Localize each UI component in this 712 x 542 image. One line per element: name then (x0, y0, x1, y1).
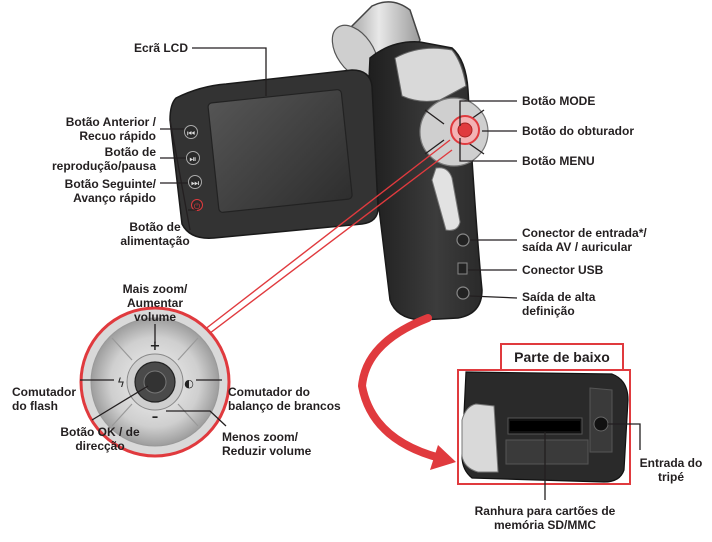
label-play-line1: Botão de (104, 145, 156, 159)
svg-text:⏭: ⏭ (191, 179, 199, 189)
label-next-line1: Botão Seguinte/ (64, 177, 156, 191)
label-flash-line2: do flash (12, 399, 59, 413)
label-av-line2: saída AV / auricular (522, 240, 633, 254)
label-hd-line1: Saída de alta (522, 290, 596, 304)
label-lcd: Ecrã LCD (133, 41, 188, 55)
camera-body (367, 41, 489, 321)
label-flash-line1: Comutador (12, 385, 76, 399)
label-av-line1: Conector de entrada*/ (522, 226, 647, 240)
svg-text:–: – (152, 410, 159, 425)
label-ok-line1: Botão OK / de (60, 425, 140, 439)
svg-text:◐: ◐ (184, 377, 194, 390)
label-usb: Conector USB (522, 263, 604, 277)
label-prev-line1: Botão Anterior / (65, 115, 156, 129)
label-hd-line2: definição (522, 304, 575, 318)
label-wb-line2: balanço de brancos (228, 399, 341, 413)
label-power-line2: alimentação (120, 234, 190, 248)
svg-text:ϟ: ϟ (117, 376, 125, 390)
label-mode: Botão MODE (522, 94, 596, 108)
label-card-line1: Ranhura para cartões de (474, 504, 616, 518)
label-zoom-in-line2: Aumentar (126, 296, 183, 310)
dial-closeup: + – ϟ ◐ (79, 306, 231, 458)
svg-text:+: + (150, 339, 161, 354)
label-tripod-line2: tripé (657, 470, 684, 484)
label-zoom-in-line3: volume (133, 310, 176, 324)
label-zoom-out-line1: Menos zoom/ (222, 430, 299, 444)
label-next-line2: Avanço rápido (73, 191, 156, 205)
svg-text:⏯: ⏯ (189, 155, 196, 165)
label-zoom-in-line1: Mais zoom/ (122, 282, 188, 296)
leader-lines (80, 47, 641, 500)
bottom-view (457, 369, 631, 485)
label-shutter: Botão do obturador (522, 124, 634, 138)
label-prev-line2: Recuo rápido (79, 129, 156, 143)
label-tripod-line1: Entrada do (639, 456, 703, 470)
svg-text:⏻: ⏻ (194, 202, 201, 211)
label-play-line2: reprodução/pausa (51, 159, 156, 173)
label-card-line2: memória SD/MMC (493, 518, 597, 532)
bottom-view-title: Parte de baixo (500, 343, 624, 371)
lcd-panel: ⏮ ⏯ ⏭ ⏻ (169, 69, 379, 239)
svg-text:⏮: ⏮ (187, 129, 195, 139)
label-wb-line1: Comutador do (228, 385, 310, 399)
label-menu: Botão MENU (522, 154, 595, 168)
label-power-line1: Botão de (129, 220, 181, 234)
label-ok-line2: direcção (75, 439, 125, 453)
label-zoom-out-line2: Reduzir volume (222, 444, 312, 458)
